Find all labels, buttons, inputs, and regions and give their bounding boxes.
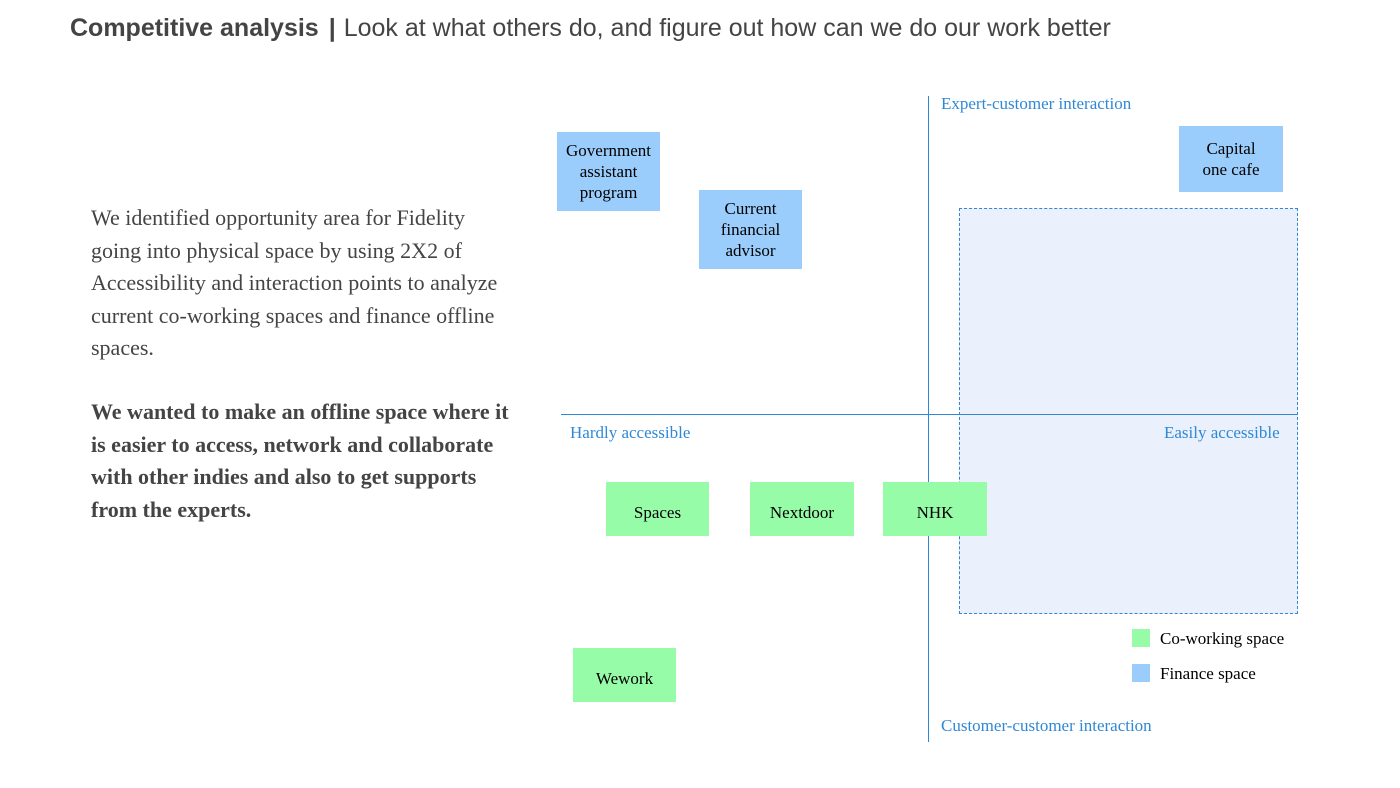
intro-emphasis: We wanted to make an offline space where…	[91, 398, 509, 522]
page-header: Competitive analysis |Look at what others…	[70, 14, 1111, 43]
item-wework: Wework	[573, 648, 676, 702]
finance-swatch	[1132, 664, 1150, 682]
vertical-axis	[928, 96, 929, 742]
item-current-financial-advisor: Current financial advisor	[699, 190, 802, 269]
intro-paragraph: We identified opportunity area for Fidel…	[91, 205, 498, 361]
axis-label-bottom: Customer-customer interaction	[941, 716, 1152, 735]
opportunity-area	[959, 208, 1298, 614]
title-separator: |	[328, 14, 336, 42]
axis-label-left: Hardly accessible	[570, 423, 691, 442]
legend-label-finance: Finance space	[1160, 664, 1256, 683]
item-nextdoor: Nextdoor	[750, 482, 854, 536]
page-subtitle: Look at what others do, and figure out h…	[343, 14, 1111, 42]
item-nhk: NHK	[883, 482, 987, 536]
item-government-assistant-program: Government assistant program	[557, 132, 660, 211]
page-title: Competitive analysis	[70, 14, 319, 42]
item-capital-one-cafe: Capital one cafe	[1179, 126, 1283, 192]
legend-label-coworking: Co-working space	[1160, 629, 1285, 648]
item-spaces: Spaces	[606, 482, 709, 536]
axis-label-right: Easily accessible	[1164, 423, 1280, 442]
intro-text: We identified opportunity area for Fidel…	[91, 202, 511, 526]
horizontal-axis	[561, 414, 1298, 415]
axis-label-top: Expert-customer interaction	[941, 94, 1132, 113]
coworking-swatch	[1132, 629, 1150, 647]
